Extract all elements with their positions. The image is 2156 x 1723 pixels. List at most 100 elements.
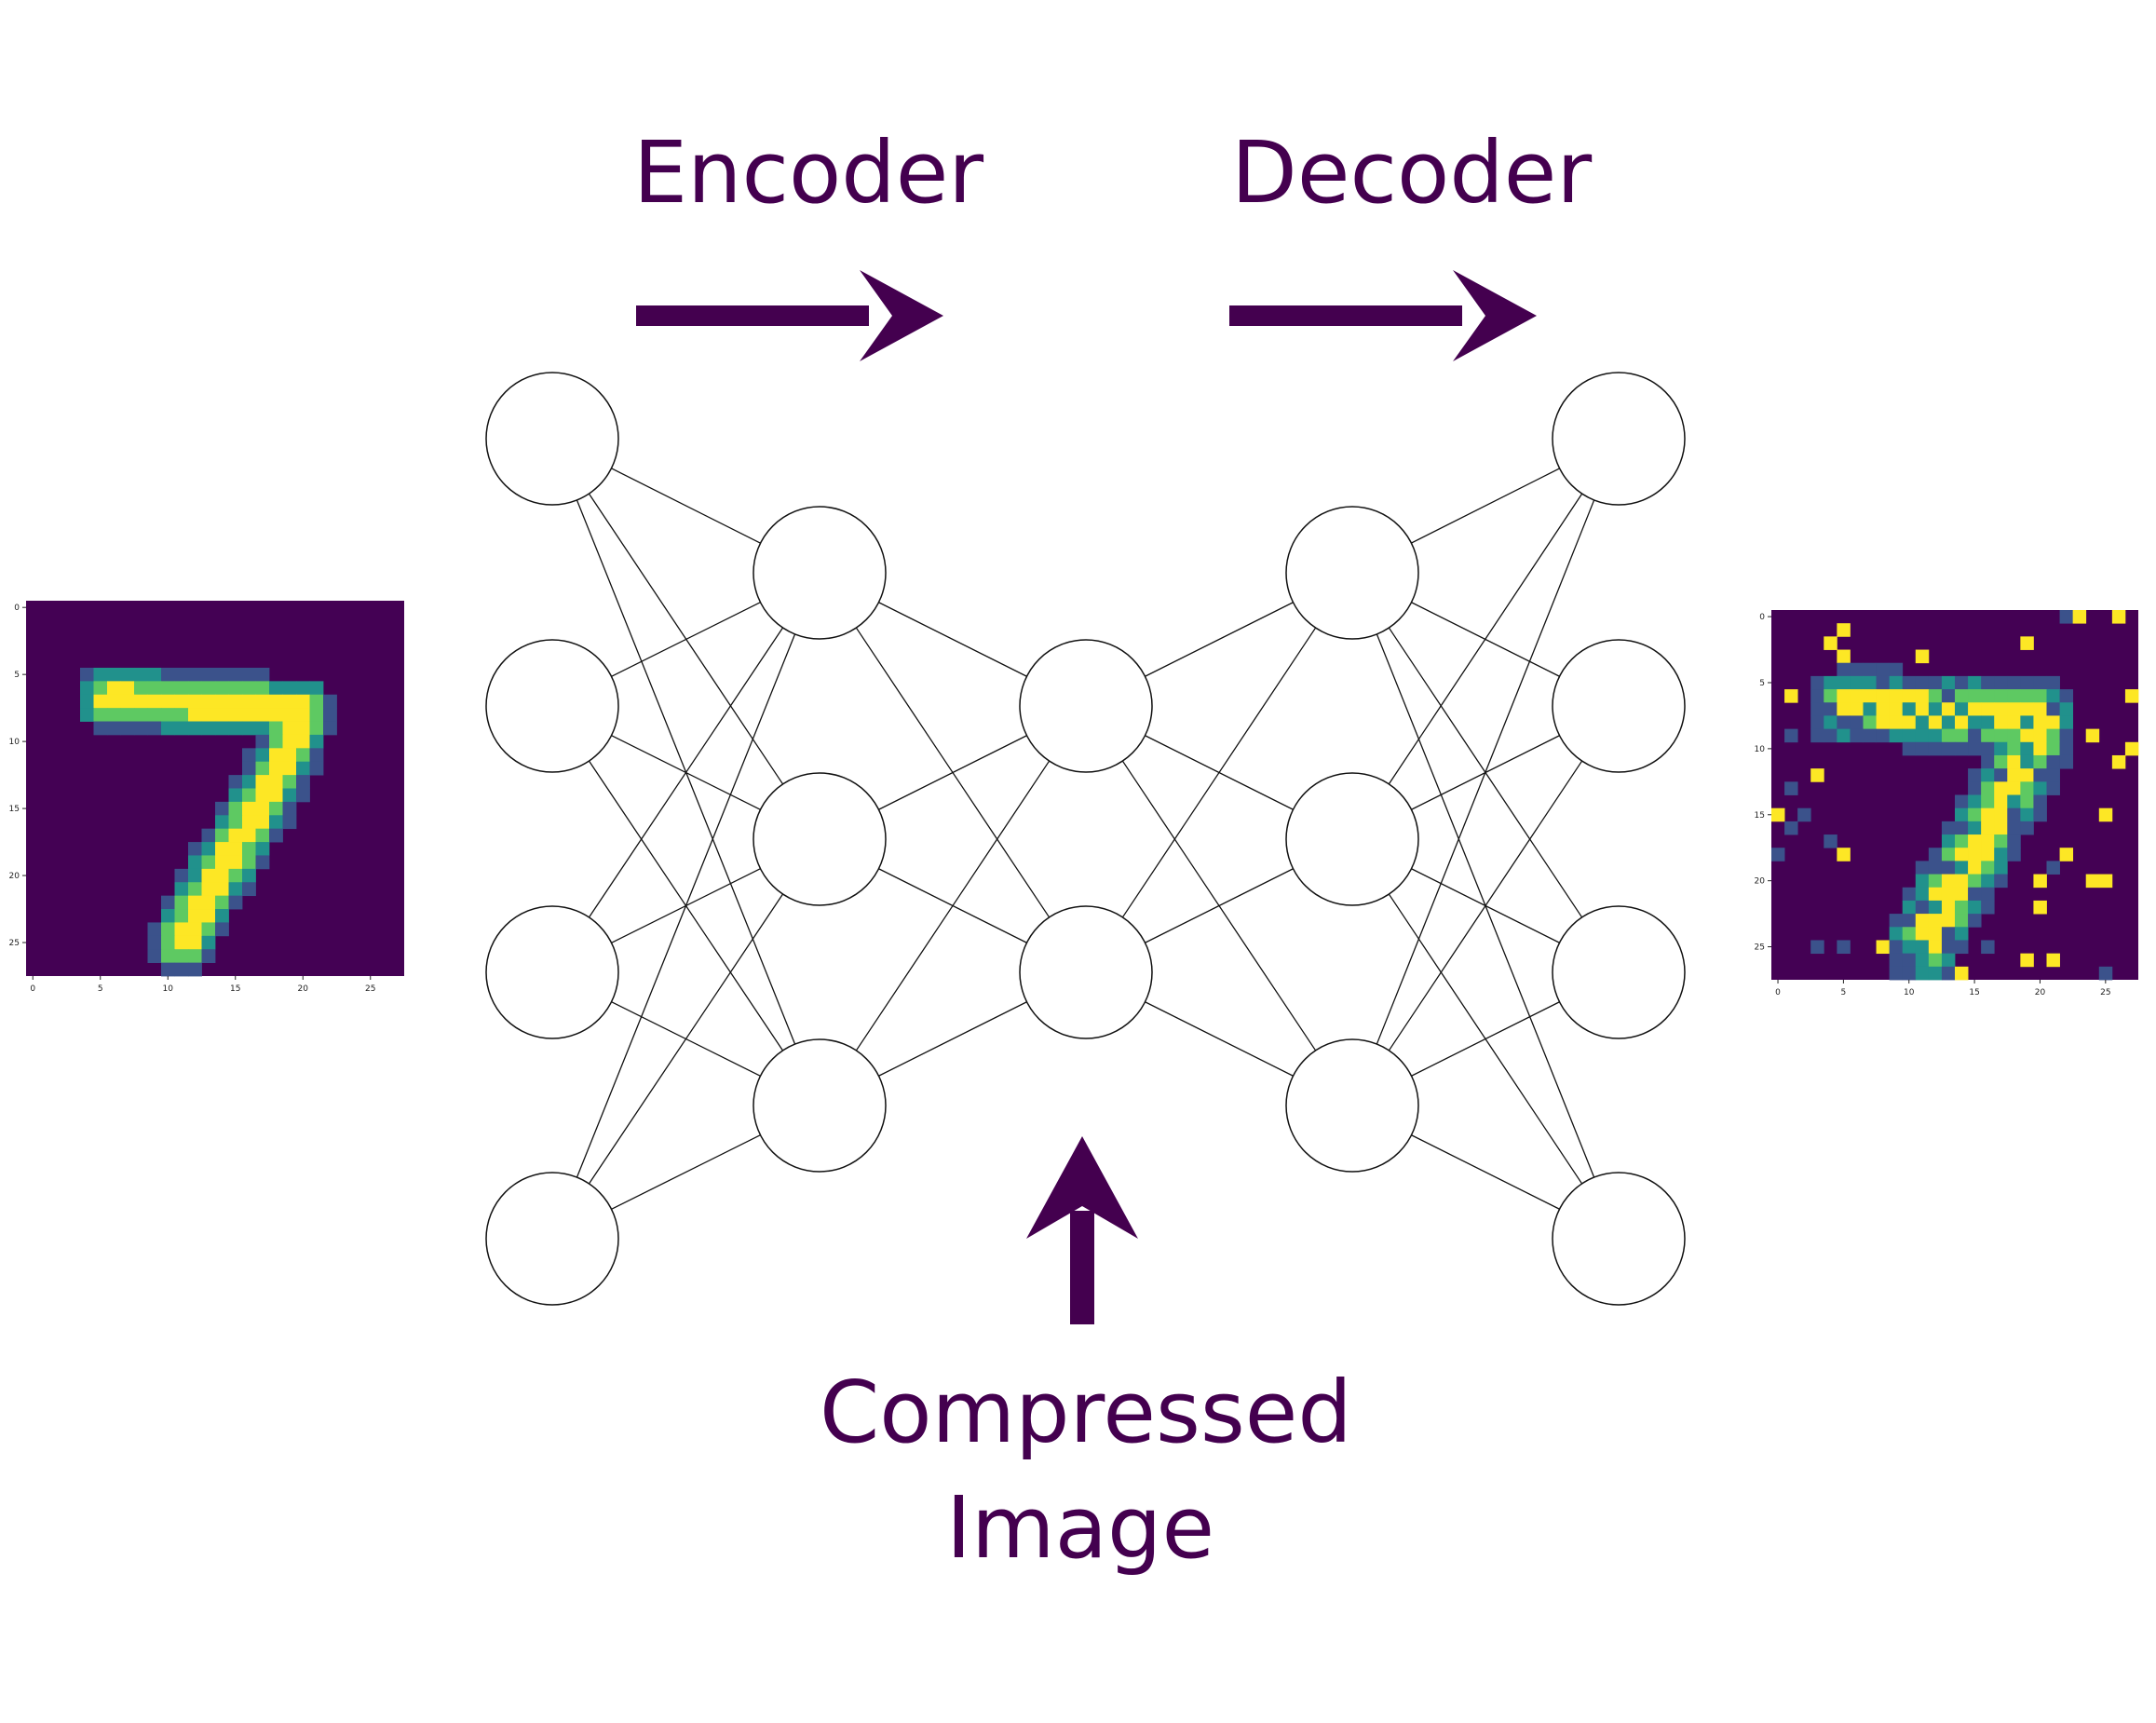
input-image-pixel [309,734,324,749]
output-image-pixel [1915,927,1930,941]
edge-l1-2-0 [855,760,1051,1051]
output-image-pixel [1889,675,1904,690]
input-image-pixel [296,734,310,749]
input-image-pixel [215,882,229,897]
input-image-pixel [161,708,175,722]
input-image-pixel [269,694,283,709]
output-image-pixel [1850,702,1864,716]
output-image-pixel [1889,940,1904,955]
neuron-layer4-1 [1552,639,1686,773]
output-image-pixel [1889,914,1904,928]
edge-l1-0-0 [878,602,1027,677]
input-image-pixel [93,667,108,682]
input-image-pixel [215,895,229,910]
output-image-pixel [1889,662,1904,677]
neuron-layer2-0 [1019,639,1153,773]
input-image-pixel [269,721,283,736]
output-image-pixel [1784,781,1798,795]
input-image-pixel [296,775,310,789]
output-image-pixel [1810,768,1824,782]
output-image-pixel [1889,966,1904,981]
input-image-pixel [242,667,256,682]
output-image-pixel [2020,821,2034,835]
input-image-pixel [188,882,202,897]
output-image-pixel [1941,821,1956,835]
input-image-pixel [161,895,175,910]
output-image-pixel [1837,662,1851,677]
input-image-pixel [228,788,243,803]
output-image-pixel [1941,953,1956,968]
output-image-pixel [1889,953,1904,968]
output-image-pixel [1968,900,1982,915]
output-image-pixel [2007,715,2021,730]
output-image-pixel [1968,874,1982,889]
neuron-layer3-1 [1285,772,1419,906]
output-image-pixel [2007,754,2021,769]
input-image-pixel [201,708,216,722]
output-image-pixel [1850,715,1864,730]
input-image-pixel [269,801,283,816]
input-image-pixel [255,721,270,736]
output-image-pixel [1863,675,1877,690]
output-image-pixel [1902,940,1917,955]
input-image-pixel [255,667,270,682]
output-image-pixel [1981,794,1995,809]
neuron-layer2-1 [1019,905,1153,1039]
input-image-ytick-label: 5 [14,671,20,680]
edge-l0-3-2 [611,1134,761,1210]
input-image-pixel [255,775,270,789]
input-image-pixel [188,962,202,977]
output-image-pixel [1824,702,1837,716]
input-image-pixel [161,694,175,709]
input-image-pixel [107,694,121,709]
input-image-pixel [228,895,243,910]
input-image-pixel [161,667,175,682]
output-image-pixel [2059,848,2074,862]
output-image-pixel [1928,861,1943,875]
output-image-pixel [1915,861,1930,875]
output-image-pixel [2007,794,2021,809]
input-image-pixel [255,828,270,843]
input-image-pixel [120,667,135,682]
output-image-pixel [1928,940,1943,955]
output-image-xtick-label: 0 [1775,988,1781,997]
input-image-pixel [228,681,243,696]
input-image-pixel [215,708,229,722]
input-image-pixel [296,721,310,736]
output-image-pixel [2033,702,2047,716]
output-image-pixel [1941,900,1956,915]
input-image-pixel [269,748,283,763]
output-image-pixel [1810,702,1824,716]
output-image-pixel [1915,900,1930,915]
input-image-pixel [107,681,121,696]
output-image-pixel [1981,861,1995,875]
output-image-pixel [2020,675,2034,690]
output-image-pixel [1837,675,1851,690]
input-image-pixel [174,895,189,910]
output-image-pixel [1902,715,1917,730]
output-image-pixel [2007,741,2021,756]
output-image-pixel [1981,940,1995,955]
output-image-pixel [2059,715,2074,730]
input-image-pixel [228,855,243,870]
output-image-pixel [1968,887,1982,902]
output-image-pixel [1837,649,1851,664]
output-image-pixel [2033,781,2047,795]
input-image-pixel [201,667,216,682]
output-image-pixel [1968,834,1982,848]
output-image-pixel [1994,807,2008,822]
output-image-pixel [2046,754,2060,769]
output-image-pixel [1810,715,1824,730]
input-image-ytick-label: 20 [9,872,20,881]
input-image-pixel [93,681,108,696]
output-image-pixel [2098,874,2113,889]
input-image-pixel [147,949,162,963]
output-image-pixel [1941,741,1956,756]
output-image-pixel [2046,689,2060,703]
neuron-layer4-0 [1552,372,1686,506]
output-image-pixel [1981,675,1995,690]
input-image-pixel [255,761,270,776]
output-image-pixel [2033,754,2047,769]
output-image-pixel [1824,675,1837,690]
output-image-pixel [2046,781,2060,795]
